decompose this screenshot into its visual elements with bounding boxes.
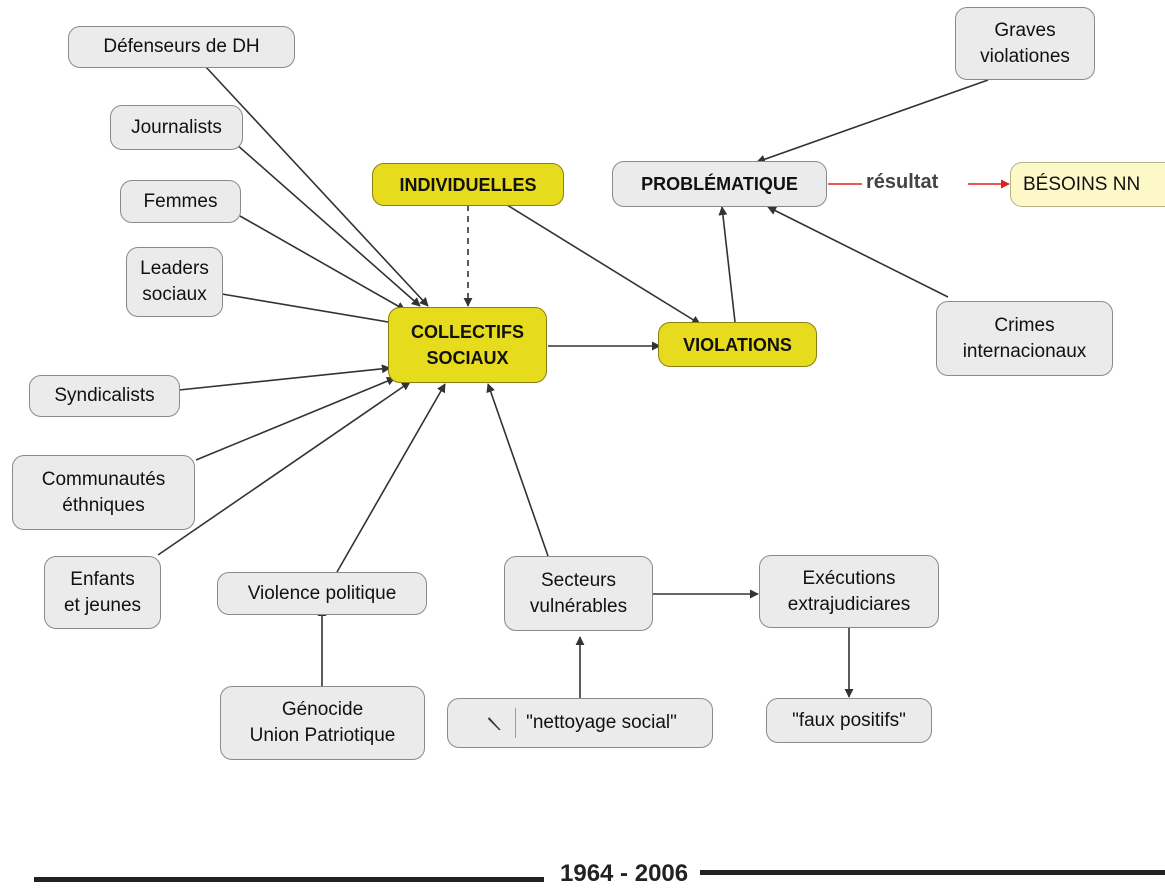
node-genocide-label: Génocide Union Patriotique: [249, 699, 396, 746]
link-graves-problematique: [756, 79, 989, 164]
node-journalists-label: Journalists: [131, 116, 222, 138]
timeline-rule-right: [700, 870, 1165, 875]
node-enfants[interactable]: Enfants et jeunes: [44, 556, 161, 629]
node-violations-label: VIOLATIONS: [683, 334, 792, 355]
node-besoins[interactable]: BÉSOINS NN: [1010, 162, 1165, 207]
node-defenseurs[interactable]: Défenseurs de DH: [68, 26, 295, 68]
node-collectifs[interactable]: COLLECTIFS SOCIAUX: [388, 307, 547, 383]
link-leaders-collectifs: [221, 293, 401, 328]
node-leaders-label: Leaders sociaux: [140, 258, 209, 305]
node-defenseurs-label: Défenseurs de DH: [103, 36, 260, 57]
node-collectifs-label: COLLECTIFS SOCIAUX: [411, 322, 524, 368]
node-crimes[interactable]: Crimes internacionaux: [936, 301, 1113, 376]
node-executions-label: Exécutions extrajudiciares: [787, 567, 911, 615]
node-enfants-label: Enfants et jeunes: [63, 568, 142, 616]
link-violence-collectifs: [336, 383, 446, 573]
node-violence-politique[interactable]: Violence politique: [217, 572, 427, 615]
link-syndicalists-collectifs: [178, 364, 391, 391]
node-violence-politique-label: Violence politique: [247, 582, 397, 604]
node-besoins-label: BÉSOINS NN: [1023, 173, 1141, 195]
node-journalists[interactable]: Journalists: [110, 105, 243, 150]
node-problematique-label: PROBLÉMATIQUE: [641, 174, 798, 194]
timeline-rule-left: [34, 877, 544, 882]
link-crimes-problematique: [767, 206, 949, 298]
link-violations-problematique: [718, 206, 736, 323]
node-faux-positifs[interactable]: "faux positifs": [766, 698, 932, 743]
node-leaders[interactable]: Leaders sociaux: [126, 247, 223, 317]
link-secteurs-collectifs: [486, 383, 549, 557]
node-graves[interactable]: Graves violationes: [955, 7, 1095, 80]
link-communautes-collectifs: [195, 376, 396, 461]
node-executions[interactable]: Exécutions extrajudiciares: [759, 555, 939, 628]
link-journalists-collectifs: [235, 143, 421, 307]
link-defenseurs-collectifs: [204, 65, 429, 307]
node-individuelles[interactable]: INDIVIDUELLES: [372, 163, 564, 206]
node-crimes-label: Crimes internacionaux: [962, 314, 1087, 362]
node-syndicalists[interactable]: Syndicalists: [29, 375, 180, 417]
node-graves-label: Graves violationes: [980, 19, 1070, 67]
node-femmes[interactable]: Femmes: [120, 180, 241, 223]
link-label-resultat: résultat: [862, 171, 943, 194]
node-nettoyage-label: "nettoyage social": [526, 712, 677, 733]
node-communautes[interactable]: Communautés éthniques: [12, 455, 195, 530]
node-faux-positifs-label: "faux positifs": [792, 709, 906, 731]
node-nettoyage[interactable]: "nettoyage social": [447, 698, 713, 748]
link-enfants-collectifs: [157, 381, 411, 556]
node-problematique[interactable]: PROBLÉMATIQUE: [612, 161, 827, 207]
pencil-icon[interactable]: [483, 708, 517, 738]
node-genocide[interactable]: Génocide Union Patriotique: [220, 686, 425, 760]
node-secteurs-label: Secteurs vulnérables: [529, 569, 628, 617]
node-violations[interactable]: VIOLATIONS: [658, 322, 817, 367]
node-individuelles-label: INDIVIDUELLES: [399, 174, 537, 195]
link-femmes-collectifs: [239, 215, 406, 311]
timeline-label: 1964 - 2006: [554, 860, 695, 888]
node-communautes-label: Communautés éthniques: [41, 468, 166, 516]
node-femmes-label: Femmes: [143, 190, 218, 212]
link-individuelles-violations: [506, 204, 701, 325]
node-secteurs[interactable]: Secteurs vulnérables: [504, 556, 653, 631]
node-syndicalists-label: Syndicalists: [54, 385, 155, 406]
